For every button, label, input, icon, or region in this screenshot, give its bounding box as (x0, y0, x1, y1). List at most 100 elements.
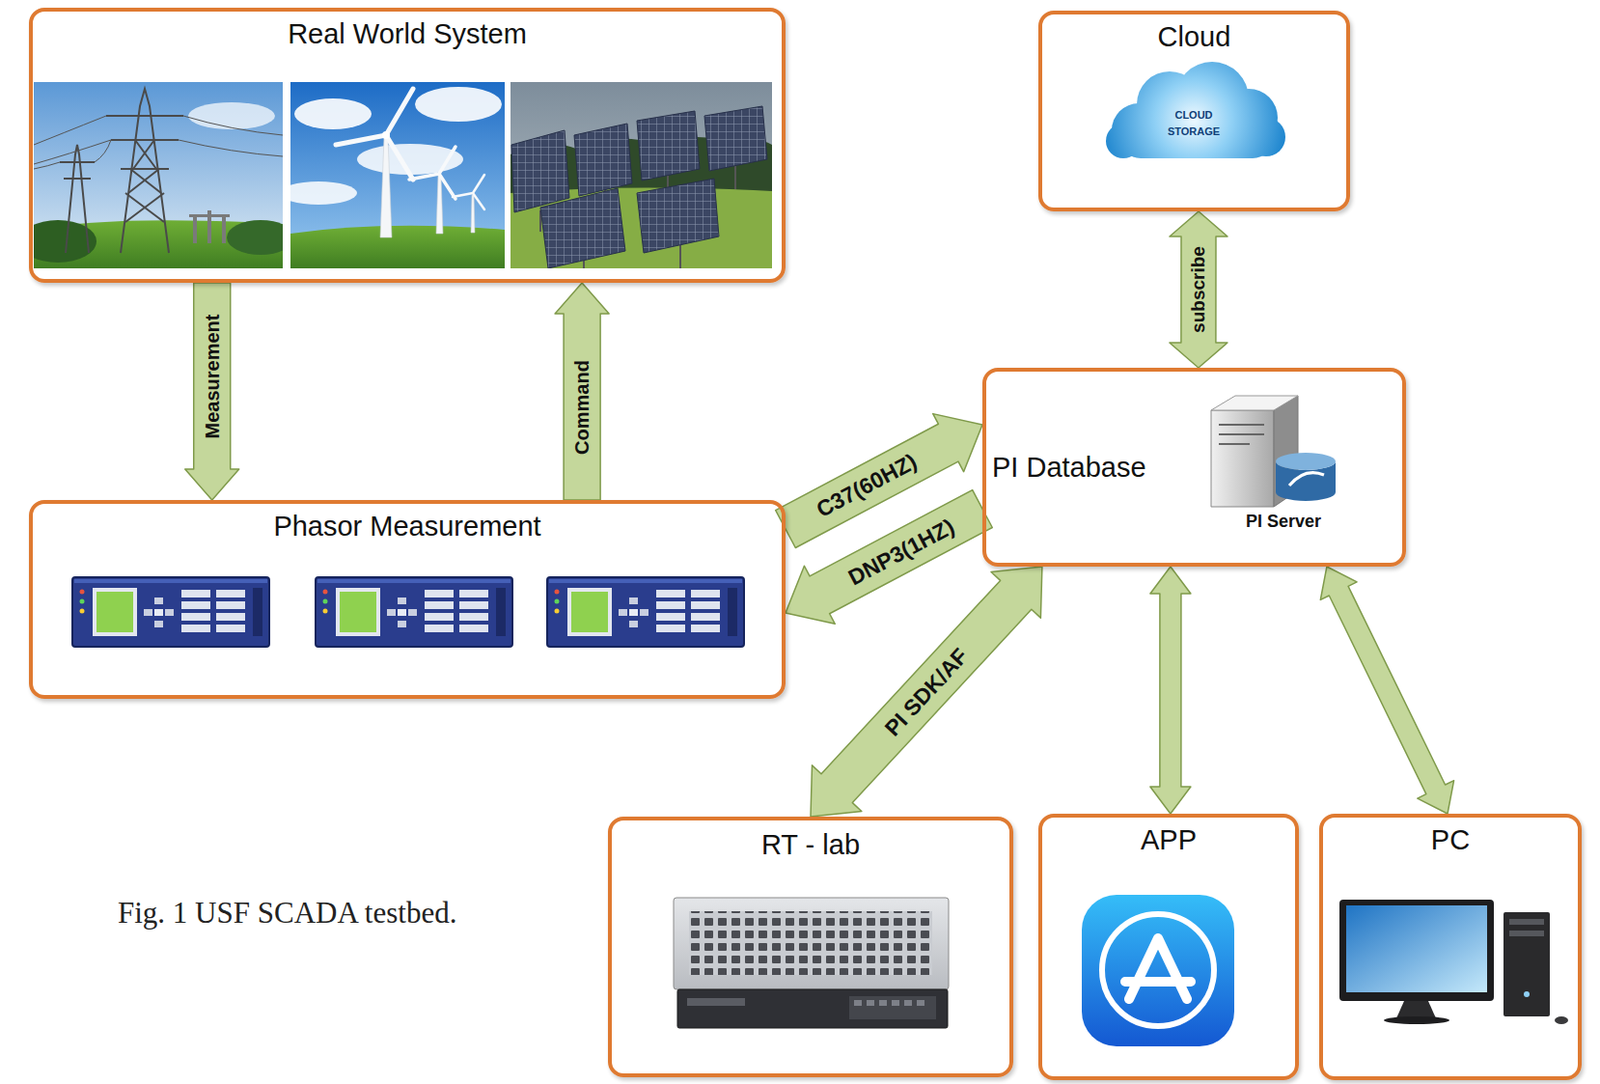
label-holder: subscribe (1187, 244, 1210, 335)
text-holder: Cloud (1158, 20, 1232, 55)
app-icon (1081, 894, 1235, 1047)
computer-icon-part (1509, 918, 1545, 925)
computer-icon-part (1523, 991, 1530, 997)
substation-photo-part-part (125, 139, 165, 222)
substation-photo-part (226, 220, 283, 255)
computer-icon-part (1396, 1000, 1436, 1019)
simulator-rack-part-part (866, 999, 875, 1006)
wind-turbine-photo-part (290, 82, 505, 269)
computer-icon-part (1339, 899, 1494, 1001)
arrow-label: C37(60HZ) (810, 447, 923, 524)
wind-turbine-photo-part (382, 131, 390, 139)
box-title: Phasor Measurement (273, 510, 541, 542)
figure-caption: Fig. 1 USF SCADA testbed. (117, 895, 457, 930)
text-holder: APP (1140, 823, 1197, 857)
simulator-rack-part-part (916, 999, 925, 1006)
block-arrow (554, 282, 609, 500)
box-title: PC (1431, 824, 1470, 856)
substation-photo-part-part (189, 214, 230, 218)
panel-box: RT - lab (607, 816, 1014, 1077)
substation-photo-part-part (106, 115, 184, 169)
simulator-rack-part (689, 910, 933, 975)
server-icon-part (1211, 395, 1298, 411)
computer-icon-part (1503, 911, 1550, 1017)
app-icon-part (1125, 937, 1191, 999)
wind-turbine-photo-part-part (436, 175, 443, 234)
wind-turbine-photo-part-part (380, 137, 392, 238)
arrow-label: Command (571, 358, 593, 457)
solar-panel-photo-part-part (636, 110, 700, 181)
label-holder: DNP3(1HZ) (842, 512, 961, 591)
substation-photo-part (188, 102, 276, 130)
simulator-rack-part (854, 999, 925, 1006)
solar-panel-photo-part-part (540, 188, 626, 269)
label-holder: CLOUD STORAGE (1158, 106, 1229, 139)
text-holder: PC (1431, 823, 1470, 857)
substation-photo-part-part (120, 88, 169, 253)
arrow-label: subscribe (1187, 244, 1209, 335)
substation-photo-part (33, 115, 283, 169)
app-icon-part-part (1125, 937, 1191, 999)
cloud-icon-part (1119, 115, 1274, 159)
solar-panel-photo (510, 82, 773, 269)
solar-panel-photo-part-part (574, 123, 633, 196)
block-arrow (1150, 566, 1191, 814)
block-arrow (1169, 211, 1228, 368)
pmu-device (315, 577, 513, 647)
simulator-rack-part-part (904, 999, 912, 1006)
label-holder: Command (571, 358, 594, 457)
arrow-label: DNP3(1HZ) (842, 512, 961, 591)
icon-label: PI Server (1245, 511, 1322, 531)
simulator-rack-part-part (891, 999, 900, 1006)
label-holder: PI SDK/AF (878, 640, 974, 742)
cloud-icon (1105, 61, 1286, 159)
panel-box: Real World System (28, 7, 786, 283)
computer-icon-part (1383, 1016, 1450, 1024)
computer-icon-part (1509, 930, 1545, 937)
block-arrow (1320, 566, 1454, 814)
panel-box: PI Database PI Server (982, 367, 1407, 567)
box-title: Real World System (287, 18, 527, 50)
solar-panel-photo-part (511, 106, 768, 269)
simulator-rack-part-part (879, 999, 887, 1006)
substation-photo (33, 82, 283, 269)
substation-photo-part-part (33, 139, 111, 169)
wind-turbine-photo-part (335, 88, 485, 210)
substation-photo-part (189, 210, 230, 244)
solar-panel-photo-part-part (511, 130, 570, 213)
substation-photo-part-part (59, 144, 95, 253)
arrow-label: Measurement (200, 311, 222, 441)
wind-turbine-photo (290, 82, 505, 269)
panel-box: PC (1319, 813, 1582, 1080)
wind-turbine-photo-part (414, 86, 502, 122)
simulator-rack-part (673, 897, 949, 990)
label-holder: C37(60HZ) (810, 447, 923, 525)
server-icon-part (1275, 452, 1336, 470)
wind-turbine-photo-part (290, 181, 358, 205)
arrow-label: PI SDK/AF (878, 640, 974, 742)
text-holder: Phasor Measurement (273, 509, 541, 544)
server-icon (1211, 395, 1336, 507)
pmu-device (547, 577, 745, 647)
simulator-rack-part (849, 995, 937, 1020)
solar-panel-photo-part-part (540, 165, 736, 269)
block-arrow (185, 282, 240, 500)
box-title: PI Database (992, 451, 1147, 483)
text-holder: RT - lab (761, 827, 860, 862)
panel-box: Phasor Measurement (28, 499, 786, 699)
box-title: RT - lab (761, 828, 860, 860)
panel-box: APP (1038, 813, 1299, 1080)
computer-icon (1339, 899, 1569, 1024)
wind-turbine-photo-part-part (409, 146, 456, 199)
label-holder: Measurement (200, 311, 223, 441)
caption-holder: Fig. 1 USF SCADA testbed. (117, 895, 457, 931)
substation-photo-part-part (33, 115, 283, 165)
box-title: APP (1140, 824, 1197, 856)
block-arrow (810, 566, 1043, 817)
server-icon-part (1218, 424, 1265, 444)
solar-panel-photo-part (540, 165, 736, 269)
substation-photo-part-part (193, 214, 197, 244)
computer-icon-part (1346, 905, 1488, 993)
